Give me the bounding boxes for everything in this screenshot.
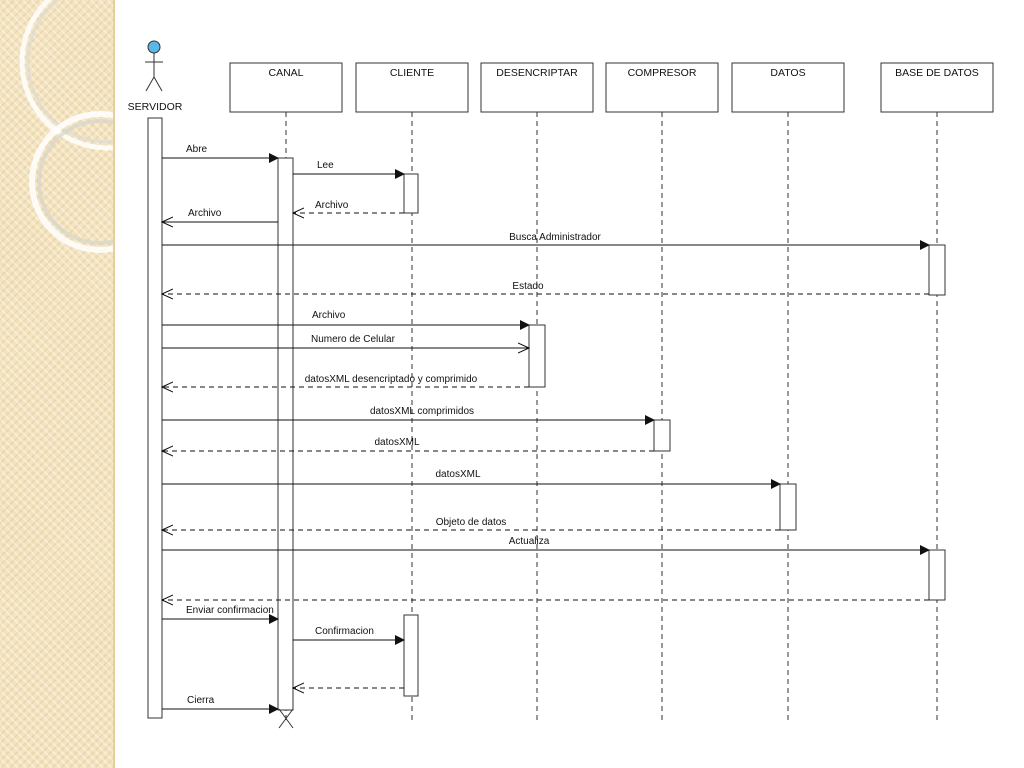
actor-servidor: SERVIDOR xyxy=(128,40,183,113)
svg-text:CLIENTE: CLIENTE xyxy=(390,67,434,79)
canal-activation xyxy=(277,157,294,711)
svg-text:datosXML desencriptado y compr: datosXML desencriptado y comprimido xyxy=(305,374,478,385)
message-datosxml-from-compresor: datosXML xyxy=(162,437,654,451)
cliente-activation-1 xyxy=(403,173,419,214)
actor-label: SERVIDOR xyxy=(128,101,183,113)
lifeline-header-canal: CANAL xyxy=(229,62,343,113)
svg-text:COMPRESOR: COMPRESOR xyxy=(628,67,697,79)
lifeline-header-desencriptar: DESENCRIPTAR xyxy=(480,62,594,113)
svg-text:BASE DE DATOS: BASE DE DATOS xyxy=(895,67,979,79)
base-activation-2 xyxy=(928,549,946,601)
svg-text:DATOS: DATOS xyxy=(770,67,805,79)
svg-text:Abre: Abre xyxy=(186,144,208,155)
decorative-side-panel xyxy=(0,0,115,768)
lifeline-header-compresor: COMPRESOR xyxy=(605,62,719,113)
message-datosxml-to-datos: datosXML xyxy=(162,469,781,489)
desencriptar-activation xyxy=(528,324,546,388)
svg-text:Objeto de datos: Objeto de datos xyxy=(436,517,507,528)
canal-destroy-mark xyxy=(278,708,294,729)
svg-text:datosXML comprimidos: datosXML comprimidos xyxy=(370,406,474,417)
message-datosxml-comprimidos: datosXML comprimidos xyxy=(162,406,655,425)
actor-head xyxy=(147,40,161,54)
svg-text:CANAL: CANAL xyxy=(268,67,303,79)
message-datosxml-desencriptado: datosXML desencriptado y comprimido xyxy=(162,374,529,387)
svg-text:Lee: Lee xyxy=(317,160,334,171)
compresor-activation xyxy=(653,419,671,452)
svg-text:Archivo: Archivo xyxy=(312,310,346,321)
svg-text:Enviar confirmacion: Enviar confirmacion xyxy=(186,605,274,616)
base-activation-1 xyxy=(928,244,946,296)
svg-text:Estado: Estado xyxy=(512,281,544,292)
servidor-activation xyxy=(147,117,163,719)
svg-text:Numero de Celular: Numero de Celular xyxy=(311,334,396,345)
message-enviar-confirmacion: Enviar confirmacion xyxy=(162,605,279,624)
cliente-activation-2 xyxy=(403,614,419,697)
svg-text:Cierra: Cierra xyxy=(187,695,215,706)
message-lee: Lee xyxy=(293,160,405,179)
message-busca-administrador: Busca Administrador xyxy=(162,232,930,250)
message-archivo-desencriptar: Archivo xyxy=(162,310,530,330)
message-actualiza: Actualiza xyxy=(162,536,930,555)
svg-text:datosXML: datosXML xyxy=(374,437,419,448)
message-archivo-return: Archivo xyxy=(293,200,404,213)
message-estado: Estado xyxy=(162,281,929,294)
message-confirmacion: Confirmacion xyxy=(293,626,405,645)
svg-text:Confirmacion: Confirmacion xyxy=(315,626,374,637)
datos-activation xyxy=(779,483,797,531)
message-numero-de-celular: Numero de Celular xyxy=(162,334,529,348)
decorative-rings xyxy=(19,0,113,253)
svg-text:datosXML: datosXML xyxy=(435,469,480,480)
message-archivo-to-servidor: Archivo xyxy=(162,208,278,222)
svg-text:Archivo: Archivo xyxy=(315,200,349,211)
lifeline-header-cliente: CLIENTE xyxy=(355,62,469,113)
svg-text:Actualiza: Actualiza xyxy=(509,536,550,547)
lifeline-header-base-de-datos: BASE DE DATOS xyxy=(880,62,994,113)
message-cierra: Cierra xyxy=(162,695,279,714)
message-objeto-de-datos: Objeto de datos xyxy=(162,517,780,530)
message-abre: Abre xyxy=(162,144,279,163)
svg-text:Busca Administrador: Busca Administrador xyxy=(509,232,601,243)
svg-text:DESENCRIPTAR: DESENCRIPTAR xyxy=(496,67,578,79)
svg-text:Archivo: Archivo xyxy=(188,208,222,219)
lifeline-header-datos: DATOS xyxy=(731,62,845,113)
